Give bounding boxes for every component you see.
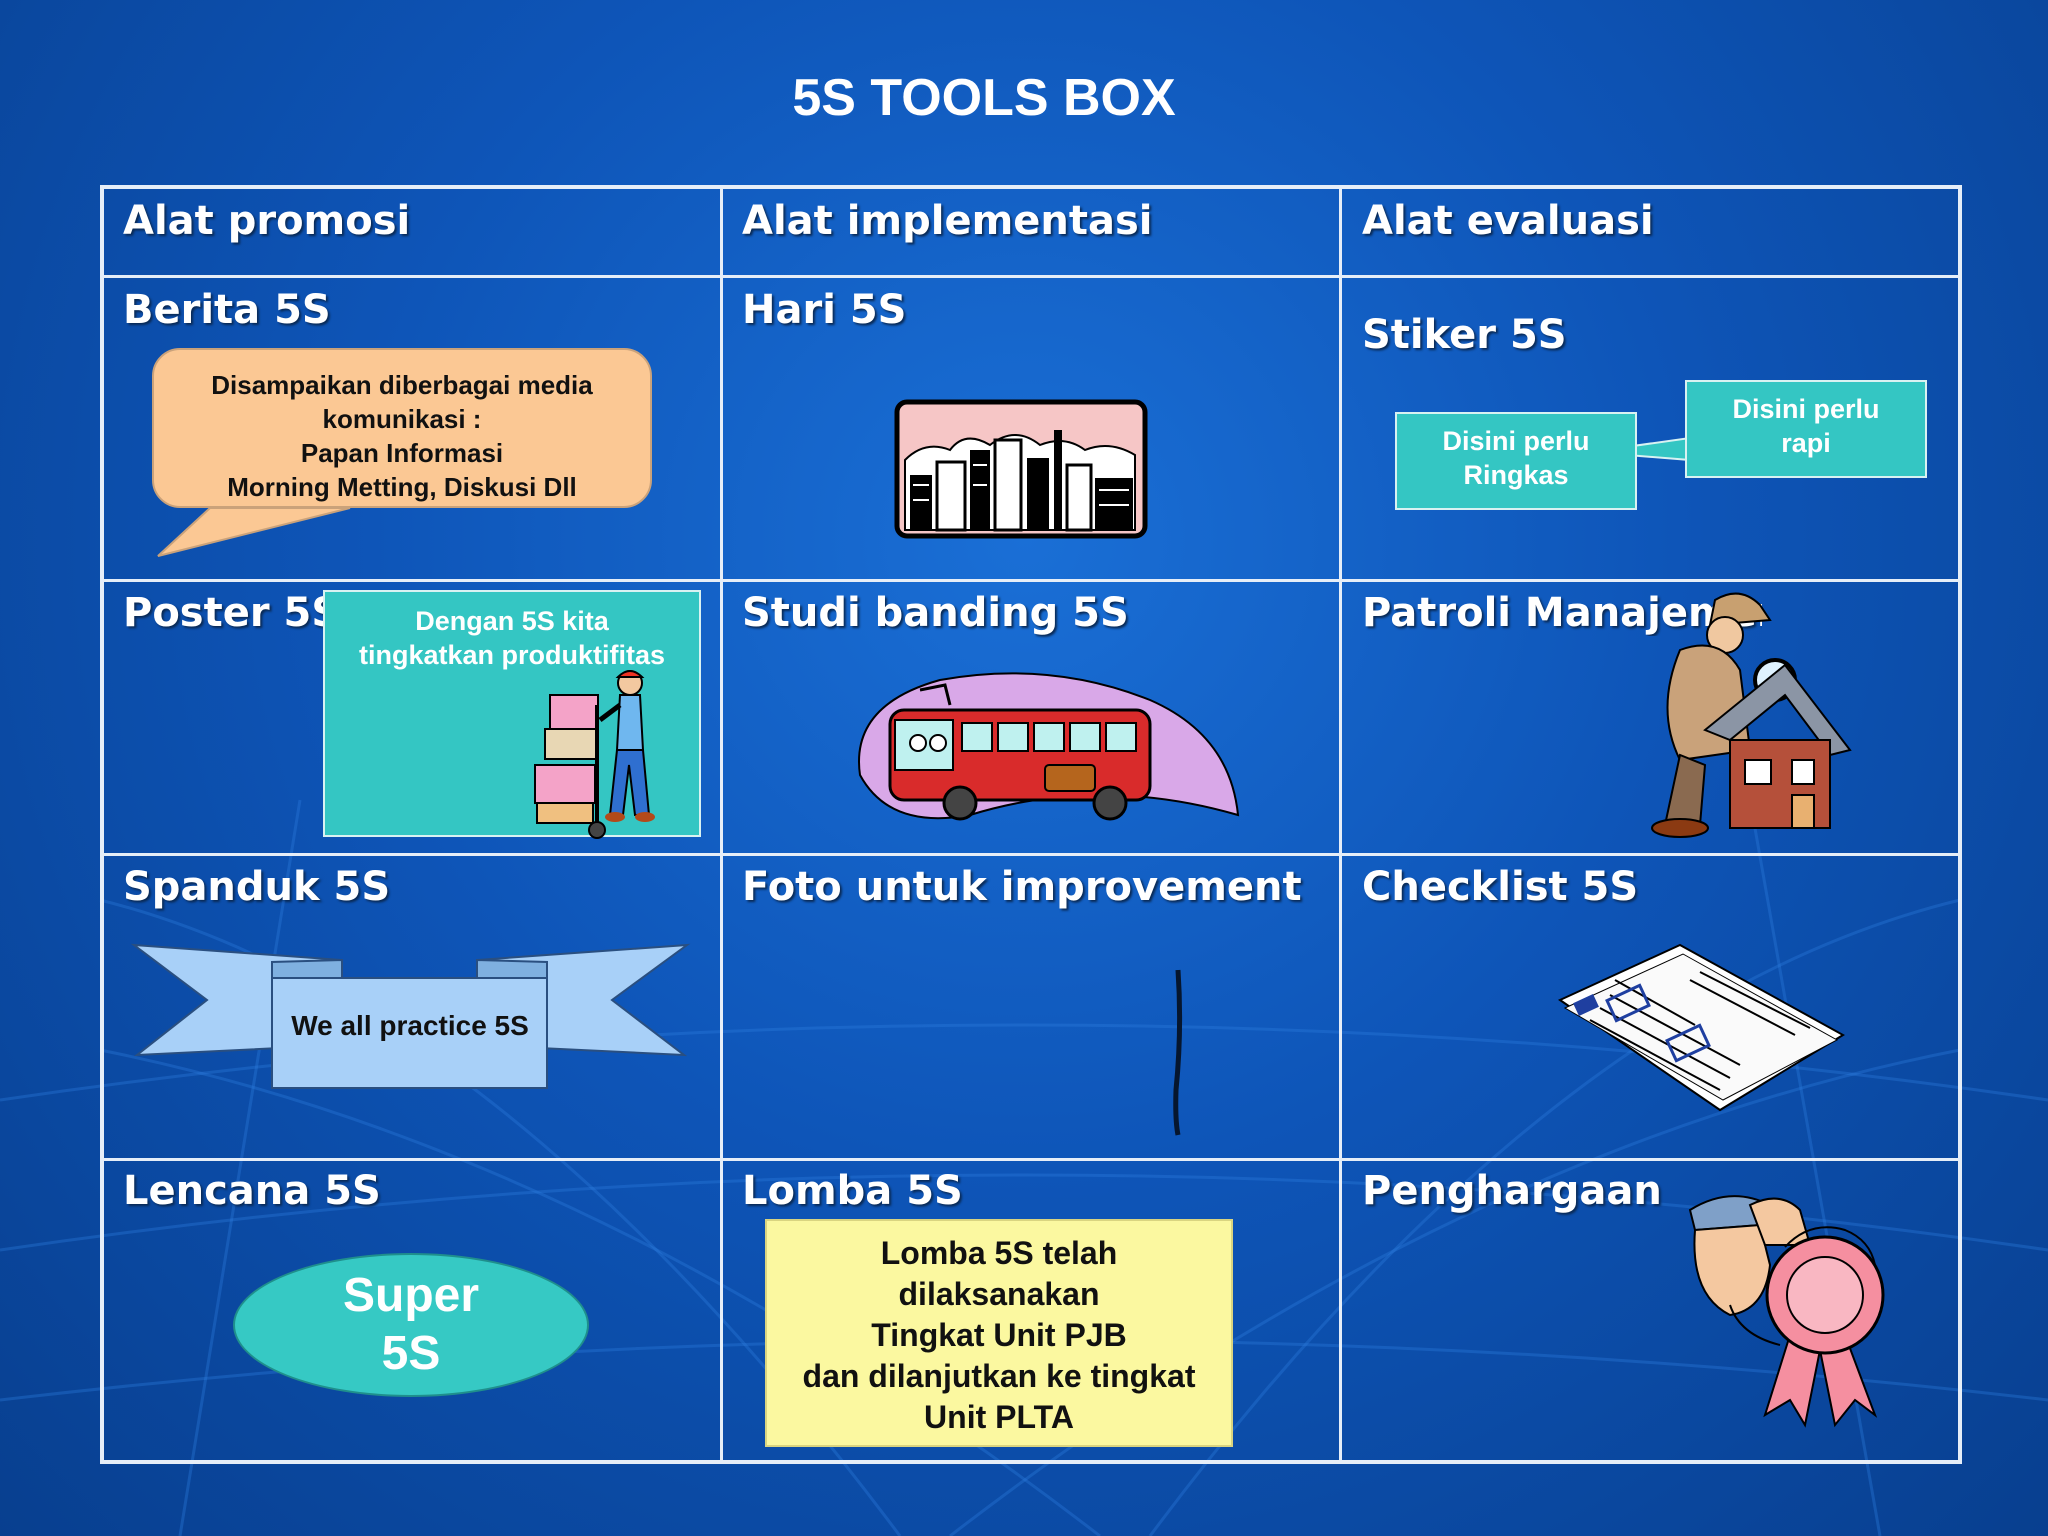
column-divider (1339, 189, 1342, 1460)
badge-line: Super (342, 1269, 480, 1322)
row-divider (104, 853, 1958, 856)
cell-patroli-manajemen: Patroli Manajemen (1362, 590, 1762, 636)
lomba-line: dan dilanjutkan ke tingkat (802, 1358, 1196, 1394)
lomba-line: dilaksanakan (898, 1276, 1100, 1312)
banner-text: We all practice 5S (291, 1010, 529, 1041)
cell-penghargaan: Penghargaan (1362, 1168, 1662, 1214)
award-ribbon-man-icon (1688, 1195, 1885, 1428)
sticker-line: Disini perlu (1732, 394, 1880, 424)
row-divider (104, 1158, 1958, 1161)
detective-house-icon (1651, 592, 1852, 838)
column-divider (720, 189, 723, 1460)
callout-line: Papan Informasi (300, 438, 504, 468)
cell-berita-5s: Berita 5S (123, 287, 331, 333)
cell-studi-banding-5s: Studi banding 5S (742, 590, 1129, 636)
header-alat-promosi: Alat promosi (123, 198, 411, 244)
berita-callout: Disampaikan diberbagai media komunikasi … (152, 348, 652, 508)
callout-line: Morning Metting, Diskusi Dll (227, 472, 577, 502)
cell-foto-untuk-improvement: Foto untuk improvement (742, 864, 1302, 910)
bus-icon (858, 672, 1240, 821)
checklist-document-icon (1557, 943, 1845, 1112)
callout-tail (157, 507, 351, 557)
cell-poster-5s: Poster 5S (123, 590, 341, 636)
super-5s-badge: Super 5S (233, 1253, 589, 1397)
photo-placeholder-mark (1173, 969, 1183, 1136)
slide-title: 5S TOOLS BOX (792, 69, 1176, 127)
callout-line: komunikasi : (322, 404, 482, 434)
sticker-ringkas: Disini perlu Ringkas (1395, 412, 1637, 510)
lomba-line: Tingkat Unit PJB (871, 1317, 1127, 1353)
city-skyline-icon (894, 399, 1148, 539)
mover-with-boxes-icon (534, 670, 655, 839)
cell-spanduk-5s: Spanduk 5S (123, 864, 391, 910)
header-alat-evaluasi: Alat evaluasi (1362, 198, 1654, 244)
sticker-line: Ringkas (1463, 460, 1569, 490)
lomba-info-box: Lomba 5S telah dilaksanakan Tingkat Unit… (765, 1219, 1233, 1447)
row-divider (104, 579, 1958, 582)
sticker-line: rapi (1781, 428, 1831, 458)
cell-hari-5s: Hari 5S (742, 287, 907, 333)
lomba-line: Unit PLTA (924, 1399, 1074, 1435)
sticker-line: Disini perlu (1442, 426, 1590, 456)
header-alat-implementasi: Alat implementasi (742, 198, 1153, 244)
cell-stiker-5s: Stiker 5S (1362, 312, 1567, 358)
callout-line: Disampaikan diberbagai media (211, 370, 593, 400)
banner-ribbon (130, 943, 691, 1089)
badge-line: 5S (381, 1327, 441, 1380)
poster-line: Dengan 5S kita (415, 606, 609, 636)
sticker-rapi: Disini perlu rapi (1685, 380, 1927, 478)
tools-table (100, 185, 1962, 1464)
row-divider (104, 275, 1958, 278)
poster-line: tingkatkan produktifitas (358, 640, 666, 670)
cell-lencana-5s: Lencana 5S (123, 1168, 381, 1214)
cell-checklist-5s: Checklist 5S (1362, 864, 1639, 910)
lomba-line: Lomba 5S telah (880, 1235, 1118, 1271)
cell-lomba-5s: Lomba 5S (742, 1168, 963, 1214)
